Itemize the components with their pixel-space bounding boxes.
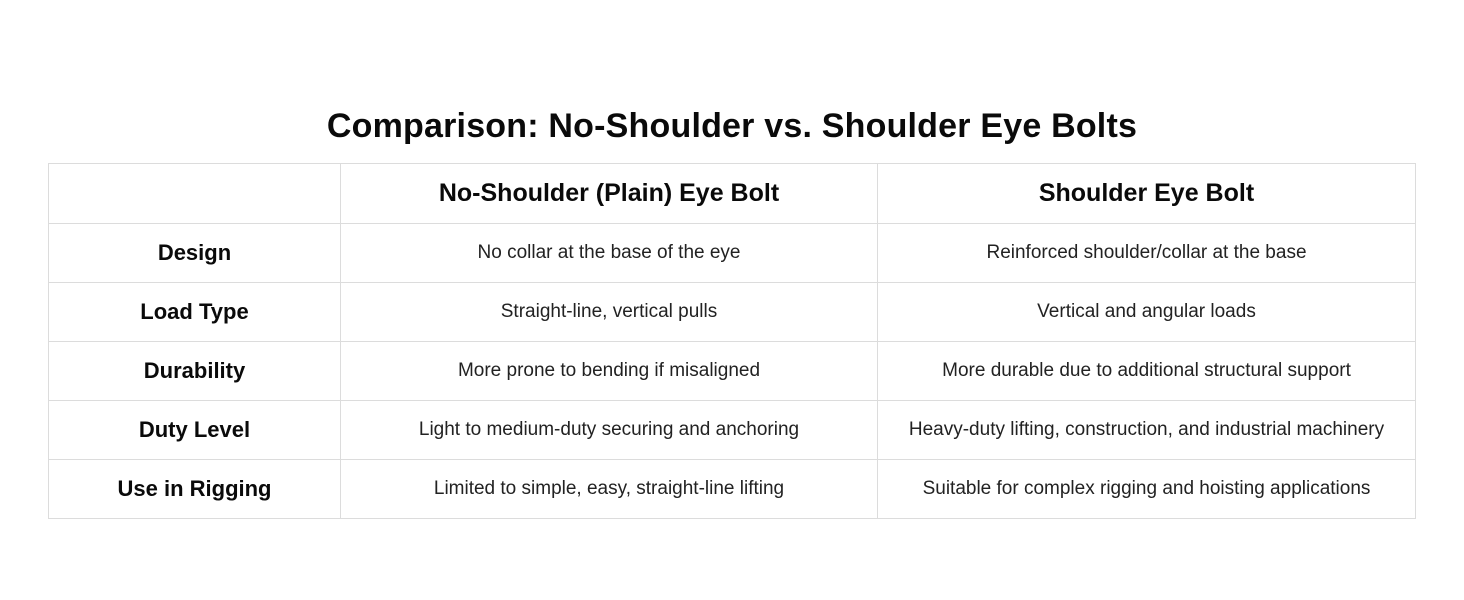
row-label: Load Type [48,282,341,342]
row-label: Use in Rigging [48,459,341,519]
table-row-load-type: Load Type Straight-line, vertical pulls … [48,282,1416,342]
page-title: Comparison: No-Shoulder vs. Shoulder Eye… [326,106,1138,145]
header-no-shoulder: No-Shoulder (Plain) Eye Bolt [340,163,878,224]
table-row-durability: Durability More prone to bending if misa… [48,341,1416,401]
table-row-duty-level: Duty Level Light to medium-duty securing… [48,400,1416,460]
cell-no-shoulder: Limited to simple, easy, straight-line l… [340,459,878,519]
cell-shoulder: Suitable for complex rigging and hoistin… [877,459,1416,519]
comparison-table: No-Shoulder (Plain) Eye Bolt Shoulder Ey… [48,163,1416,519]
cell-no-shoulder: Light to medium-duty securing and anchor… [340,400,878,460]
header-corner-cell [48,163,341,224]
table-row-use-in-rigging: Use in Rigging Limited to simple, easy, … [48,459,1416,519]
cell-shoulder: Reinforced shoulder/collar at the base [877,223,1416,283]
cell-shoulder: More durable due to additional structura… [877,341,1416,401]
row-label: Design [48,223,341,283]
header-shoulder: Shoulder Eye Bolt [877,163,1416,224]
cell-no-shoulder: Straight-line, vertical pulls [340,282,878,342]
cell-no-shoulder: More prone to bending if misaligned [340,341,878,401]
cell-no-shoulder: No collar at the base of the eye [340,223,878,283]
row-label: Duty Level [48,400,341,460]
table-header-row: No-Shoulder (Plain) Eye Bolt Shoulder Ey… [48,163,1416,224]
row-label: Durability [48,341,341,401]
table-row-design: Design No collar at the base of the eye … [48,223,1416,283]
cell-shoulder: Vertical and angular loads [877,282,1416,342]
cell-shoulder: Heavy-duty lifting, construction, and in… [877,400,1416,460]
